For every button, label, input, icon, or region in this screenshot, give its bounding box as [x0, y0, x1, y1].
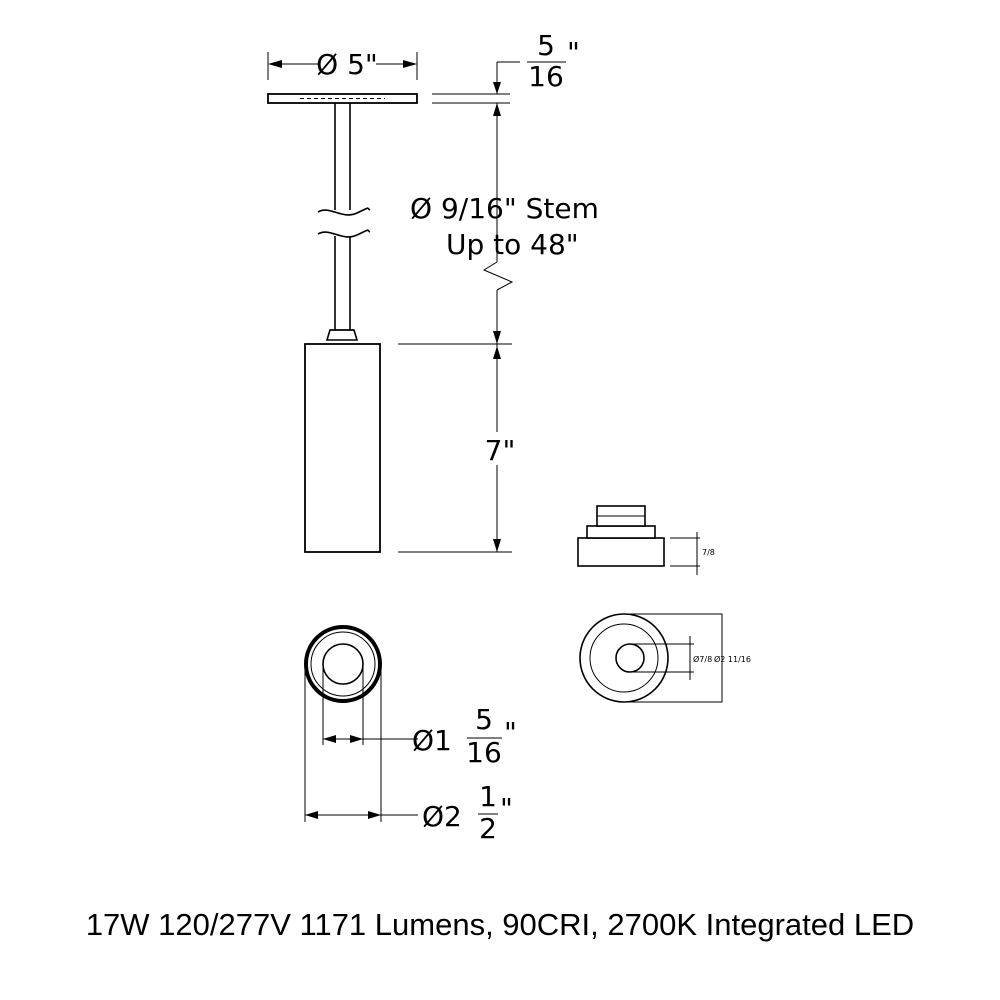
trim-side-view: 7/8: [577, 505, 715, 575]
trim-bottom-view: Ø7/8 Ø2 11/16: [579, 613, 751, 703]
trim-inner-diameter-label: Ø7/8: [693, 654, 712, 664]
canopy-diameter-label: Ø 5": [316, 48, 378, 81]
body-height-dimension: 7": [398, 343, 516, 553]
fixture-body: [304, 343, 381, 553]
bottom-view: [304, 625, 382, 822]
stem: [317, 103, 371, 341]
body-diameter-dimension: Ø2 1 2 ": [305, 780, 513, 845]
canopy-thickness-denominator: 16: [528, 60, 564, 93]
body-numerator: 1: [479, 780, 497, 813]
body-whole-label: Ø2: [422, 800, 462, 833]
body-height-label: 7": [485, 434, 516, 467]
trim-height-label: 7/8: [702, 548, 715, 557]
body-denominator: 2: [479, 812, 497, 845]
canopy-width-dimension: Ø 5": [267, 48, 418, 81]
canopy-thickness-numerator: 5: [537, 29, 555, 62]
aperture-denominator: 16: [466, 736, 502, 769]
aperture-unit: ": [504, 716, 517, 749]
canopy-thickness-unit: ": [567, 36, 580, 69]
spec-caption: 17W 120/277V 1171 Lumens, 90CRI, 2700K I…: [86, 907, 914, 942]
canopy: [267, 93, 418, 104]
canopy-thickness-dimension: 5 16 ": [432, 29, 580, 104]
aperture-dimension: Ø1 5 16 ": [323, 703, 517, 769]
trim-outer-diameter-label: Ø2 11/16: [714, 654, 751, 664]
body-unit: ": [500, 792, 513, 825]
aperture-whole-label: Ø1: [412, 724, 452, 757]
stem-length-label: Up to 48": [446, 228, 579, 261]
aperture-numerator: 5: [475, 703, 493, 736]
stem-diameter-label: Ø 9/16" Stem: [410, 192, 599, 225]
stem-length-dimension: Ø 9/16" Stem Up to 48": [410, 103, 599, 344]
